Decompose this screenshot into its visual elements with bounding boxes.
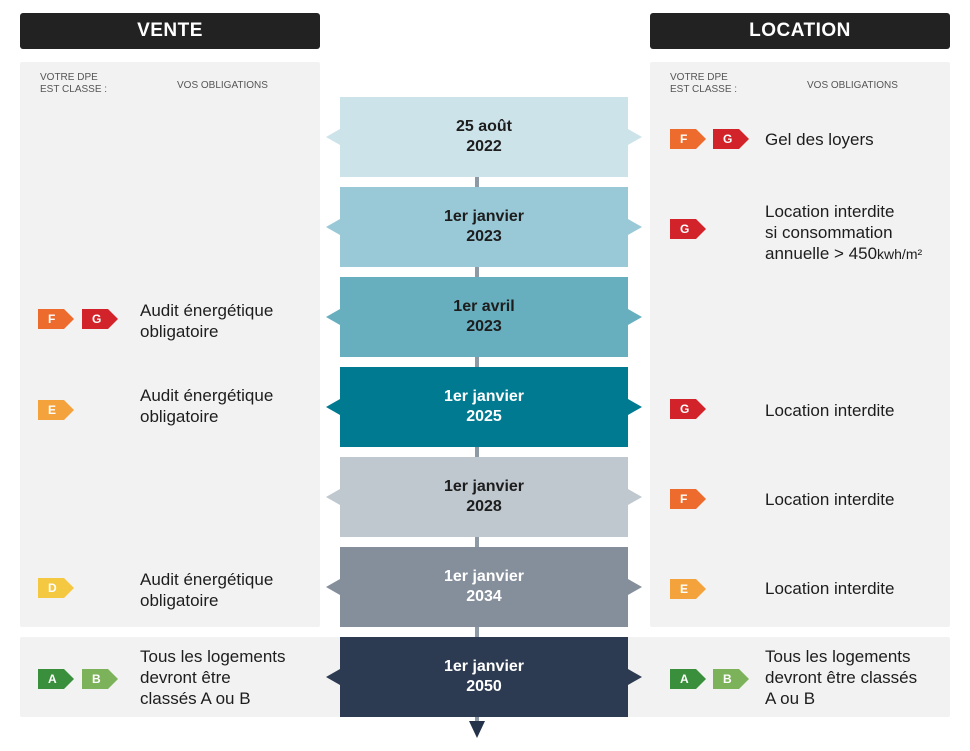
vente-audit-d-text: Audit énergétique obligatoire [140, 570, 274, 610]
date-1-line1: 25 août [455, 118, 512, 135]
date-block-7: 1er janvier 2050 [326, 637, 642, 717]
date-5-line2: 2028 [466, 498, 502, 515]
date-block-5: 1er janvier 2028 [326, 457, 642, 537]
vente-header-label: VENTE [137, 20, 203, 41]
date-7-line1: 1er janvier [443, 658, 525, 675]
date-3-line1: 1er avril [453, 298, 515, 315]
date-block-3: 1er avril 2023 [326, 277, 642, 357]
dpe-badge-a: A [38, 669, 74, 689]
timeline-line [475, 176, 479, 721]
vente-obligations-head: VOS OBLIGATIONS [177, 80, 268, 91]
vente-audit-e-text: Audit énergétique obligatoire [140, 386, 274, 426]
timeline-arrow [469, 721, 485, 738]
location-header-label: LOCATION [749, 20, 851, 41]
vente-audit-fg-text: Audit énergétique obligatoire [140, 301, 274, 341]
date-2-line2: 2023 [466, 228, 502, 245]
location-dpe-head: VOTRE DPE EST CLASSE : [670, 72, 738, 95]
dpe-badge-f: F [670, 129, 706, 149]
date-6-line1: 1er janvier [443, 568, 525, 585]
dpe-badge-f: F [670, 489, 706, 509]
vente-dpe-head: VOTRE DPE EST CLASSE : [40, 72, 108, 95]
date-5-line1: 1er janvier [443, 478, 525, 495]
dpe-badge-g: G [670, 399, 706, 419]
location-interdite-450-unit: kwh/m² [877, 246, 923, 262]
location-interdite-450-line3: annuelle > 450 [765, 244, 878, 263]
date-4-line1: 1er janvier [443, 388, 525, 405]
location-interdite-450-line1: Location interdite [765, 202, 895, 221]
dpe-badge-g: G [82, 309, 118, 329]
vente-panel [20, 62, 320, 627]
dpe-badge-b: B [82, 669, 118, 689]
date-block-2: 1er janvier 2023 [326, 187, 642, 267]
dpe-badge-e: E [670, 579, 706, 599]
location-interdite-e-text: Location interdite [765, 579, 895, 598]
dpe-badge-f: F [38, 309, 74, 329]
date-6-line2: 2034 [466, 588, 502, 605]
location-gel-text: Gel des loyers [765, 130, 874, 149]
date-block-1: 25 août 2022 [326, 97, 642, 177]
location-interdite-450-line3-wrap: annuelle > 450kwh/m² [765, 243, 922, 265]
dpe-badge-g: G [713, 129, 749, 149]
location-final-text: Tous les logements devront être classés … [765, 647, 918, 708]
location-header: LOCATION [650, 13, 950, 49]
dpe-badge-b: B [713, 669, 749, 689]
dpe-badge-e: E [38, 400, 74, 420]
date-block-6: 1er janvier 2034 [326, 547, 642, 627]
location-interdite-f-text: Location interdite [765, 490, 895, 509]
location-obligations-head: VOS OBLIGATIONS [807, 80, 898, 91]
location-interdite-450-line2: si consommation [765, 223, 893, 242]
date-4-line2: 2025 [466, 408, 502, 425]
date-1-line2: 2022 [466, 138, 502, 155]
location-interdite-g-text: Location interdite [765, 401, 895, 420]
dpe-badge-g: G [670, 219, 706, 239]
date-3-line2: 2023 [466, 318, 502, 335]
location-interdite-450-text: Location interdite si consommation annue… [765, 201, 922, 265]
vente-header: VENTE [20, 13, 320, 49]
vente-final-text: Tous les logements devront être classés … [140, 647, 286, 708]
date-block-4: 1er janvier 2025 [326, 367, 642, 447]
date-2-line1: 1er janvier [443, 208, 525, 225]
dpe-badge-d: D [38, 578, 74, 598]
dpe-badge-a: A [670, 669, 706, 689]
location-panel [650, 62, 950, 627]
date-7-line2: 2050 [466, 678, 502, 695]
